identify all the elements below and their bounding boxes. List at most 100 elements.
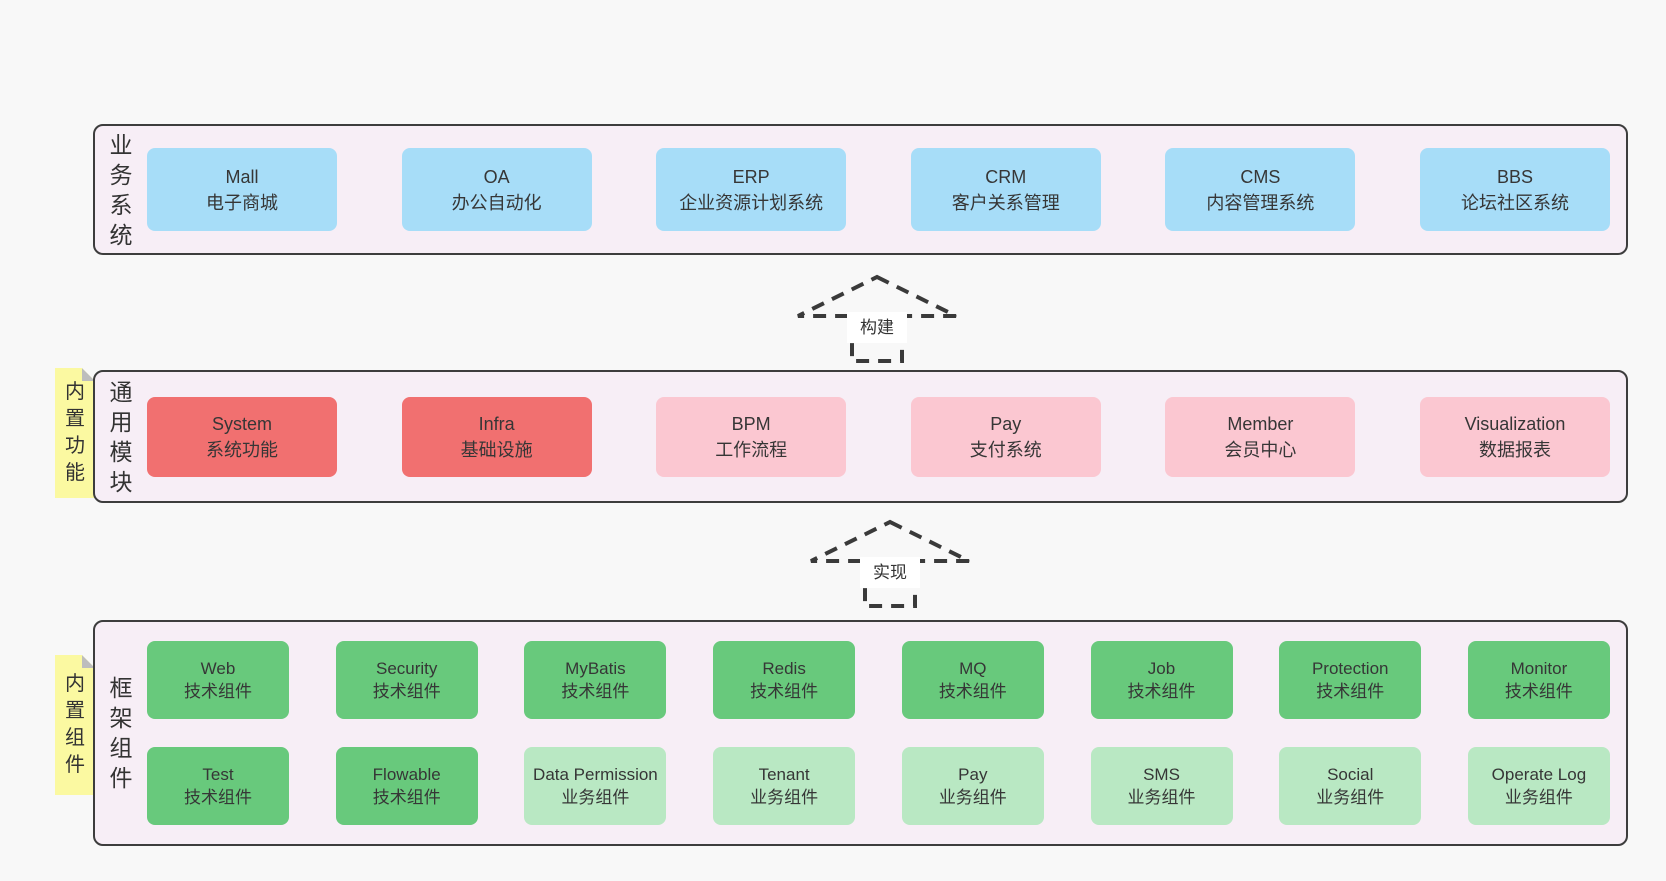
box-title: Infra [478, 413, 515, 434]
band-label: 通用模块 [109, 378, 133, 495]
box-title: ERP [732, 166, 770, 187]
box-title: Job [1147, 659, 1176, 678]
box-monitor: Monitor 技术组件 [1467, 641, 1610, 719]
box-pay-component: Pay 业务组件 [901, 747, 1044, 825]
box-mall: Mall 电子商城 [147, 148, 337, 231]
implement-arrow-label: 实现 [860, 557, 920, 588]
box-cms: CMS 内容管理系统 [1165, 148, 1356, 231]
box-title: Security [375, 659, 438, 678]
box-infra: Infra 基础设施 [401, 396, 592, 477]
band-framework-components: 框架组件 Web 技术组件 Security 技术组件 MyBatis 技术组件… [93, 620, 1628, 846]
box-subtitle: 技术组件 [184, 682, 252, 701]
box-mq: MQ 技术组件 [901, 641, 1044, 719]
box-job: Job 技术组件 [1090, 641, 1233, 719]
business-systems-row: Mall 电子商城 OA 办公自动化 ERP 企业资源计划系统 CRM 客户关系… [147, 148, 1610, 231]
box-title: Operate Log [1491, 765, 1587, 784]
box-title: BBS [1496, 166, 1533, 187]
build-arrow-label: 构建 [847, 312, 907, 343]
box-subtitle: 技术组件 [184, 788, 252, 807]
implement-arrow-icon [810, 519, 970, 608]
box-subtitle: 业务组件 [1504, 788, 1573, 807]
framework-row-2: Test 技术组件 Flowable 技术组件 Data Permission … [147, 747, 1610, 825]
box-title: Test [202, 765, 234, 784]
box-title: BPM [731, 413, 771, 434]
sticky-note-built-in-components: 内置组件 [55, 655, 95, 795]
band-business-systems: 业务系统 Mall 电子商城 OA 办公自动化 ERP 企业资源计划系统 CRM… [93, 124, 1628, 255]
box-subtitle: 系统功能 [206, 439, 278, 460]
common-modules-row: System 系统功能 Infra 基础设施 BPM 工作流程 Pay 支付系统… [147, 396, 1610, 477]
box-subtitle: 办公自动化 [451, 192, 542, 213]
box-subtitle: 业务组件 [1127, 788, 1196, 807]
box-test: Test 技术组件 [147, 747, 289, 825]
band-common-modules: 通用模块 System 系统功能 Infra 基础设施 BPM 工作流程 Pay… [93, 370, 1628, 503]
box-title: Redis [762, 659, 806, 678]
box-subtitle: 业务组件 [561, 788, 630, 807]
box-subtitle: 会员中心 [1224, 439, 1297, 460]
box-subtitle: 业务组件 [1316, 788, 1385, 807]
framework-components-rows: Web 技术组件 Security 技术组件 MyBatis 技术组件 Redi… [147, 641, 1610, 825]
box-title: CRM [985, 166, 1027, 187]
box-title: Pay [990, 413, 1022, 434]
box-erp: ERP 企业资源计划系统 [656, 148, 847, 231]
box-redis: Redis 技术组件 [713, 641, 856, 719]
box-data-permission: Data Permission 业务组件 [524, 747, 667, 825]
box-flowable: Flowable 技术组件 [335, 747, 478, 825]
box-title: Visualization [1464, 413, 1566, 434]
box-subtitle: 数据报表 [1478, 439, 1551, 460]
framework-row-1: Web 技术组件 Security 技术组件 MyBatis 技术组件 Redi… [147, 641, 1610, 719]
box-subtitle: 技术组件 [561, 682, 630, 701]
box-oa: OA 办公自动化 [401, 148, 592, 231]
box-tenant: Tenant 业务组件 [713, 747, 856, 825]
box-title: CMS [1240, 166, 1281, 187]
box-member: Member 会员中心 [1165, 396, 1356, 477]
box-subtitle: 基础设施 [460, 439, 533, 460]
box-title: MQ [959, 659, 987, 678]
box-title: Protection [1311, 659, 1389, 678]
box-sms: SMS 业务组件 [1090, 747, 1233, 825]
box-social: Social 业务组件 [1279, 747, 1422, 825]
sticky-note-text: 内置功能 [65, 381, 85, 484]
box-title: Tenant [758, 765, 810, 784]
box-web: Web 技术组件 [147, 641, 289, 719]
box-subtitle: 业务组件 [750, 788, 819, 807]
box-title: Monitor [1510, 659, 1568, 678]
box-subtitle: 技术组件 [1316, 682, 1385, 701]
box-visualization: Visualization 数据报表 [1419, 396, 1610, 477]
box-operate-log: Operate Log 业务组件 [1467, 747, 1610, 825]
box-title: System [211, 413, 272, 434]
box-bpm: BPM 工作流程 [656, 396, 847, 477]
box-title: Flowable [372, 765, 441, 784]
box-subtitle: 业务组件 [938, 788, 1007, 807]
sticky-note-built-in-functions: 内置功能 [55, 368, 95, 498]
box-title: Member [1227, 413, 1294, 434]
box-subtitle: 企业资源计划系统 [679, 192, 824, 213]
band-label: 业务系统 [109, 131, 133, 248]
box-system: System 系统功能 [147, 396, 337, 477]
box-subtitle: 技术组件 [372, 788, 441, 807]
box-security: Security 技术组件 [335, 641, 478, 719]
box-title: Pay [958, 765, 988, 784]
box-subtitle: 支付系统 [969, 439, 1042, 460]
box-subtitle: 技术组件 [750, 682, 819, 701]
box-bbs: BBS 论坛社区系统 [1419, 148, 1610, 231]
box-title: SMS [1143, 765, 1180, 784]
box-title: Data Permission [533, 765, 658, 784]
box-subtitle: 技术组件 [372, 682, 441, 701]
band-label: 框架组件 [109, 675, 133, 791]
box-subtitle: 工作流程 [715, 439, 788, 460]
box-title: MyBatis [565, 659, 626, 678]
box-pay-system: Pay 支付系统 [910, 396, 1101, 477]
box-subtitle: 内容管理系统 [1206, 192, 1315, 213]
box-subtitle: 论坛社区系统 [1460, 192, 1569, 213]
build-arrow-icon [797, 274, 957, 363]
box-crm: CRM 客户关系管理 [910, 148, 1101, 231]
box-subtitle: 技术组件 [938, 682, 1007, 701]
box-subtitle: 技术组件 [1504, 682, 1573, 701]
sticky-note-text: 内置组件 [65, 673, 85, 776]
box-title: Social [1327, 765, 1374, 784]
box-title: Mall [225, 166, 259, 187]
box-mybatis: MyBatis 技术组件 [524, 641, 667, 719]
box-subtitle: 技术组件 [1127, 682, 1196, 701]
box-subtitle: 客户关系管理 [951, 192, 1060, 213]
box-title: Web [200, 659, 236, 678]
